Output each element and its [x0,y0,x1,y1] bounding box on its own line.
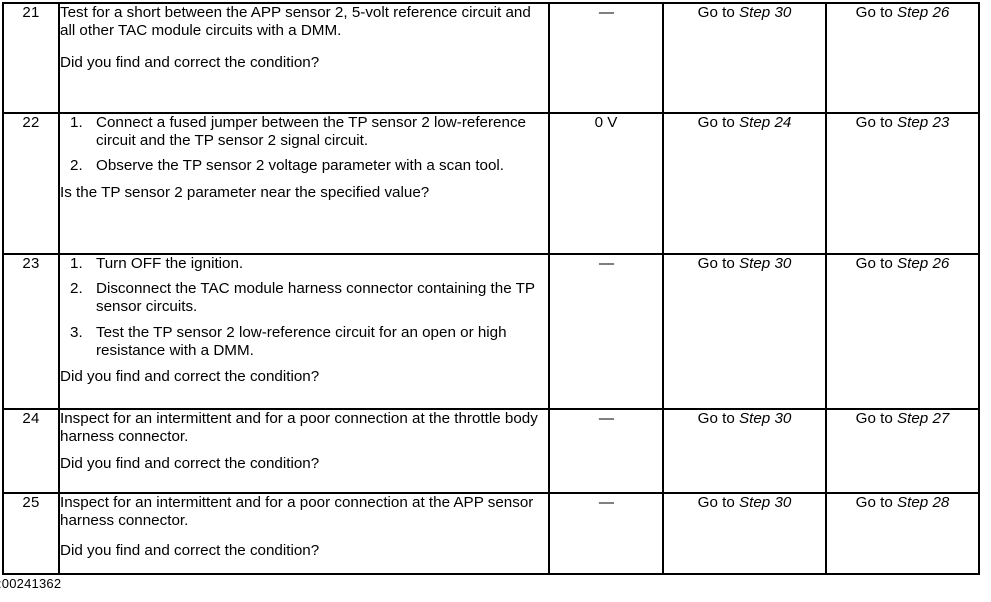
goto-target: Step 30 [739,255,792,272]
action-cell: Inspect for an intermittent and for a po… [58,492,550,575]
list-item-number: 2. [70,157,83,175]
goto-target: Step 30 [739,494,792,511]
step-number-cell: 25 [2,492,60,575]
step-number: 24 [22,410,40,427]
value-cell: — [548,2,664,114]
list-item: 1. Connect a fused jumper between the TP… [60,114,548,150]
action-question: Is the TP sensor 2 parameter near the sp… [60,183,430,201]
action-question: Did you find and correct the condition? [60,455,320,473]
goto-reference: Go to Step 23 [856,114,950,131]
goto-prefix: Go to [855,4,897,21]
list-item-text: Connect a fused jumper between the TP se… [96,114,526,150]
action-cell: 1. Turn OFF the ignition. 2. Disconnect … [58,253,550,410]
value-cell: — [548,253,664,410]
goto-target: Step 27 [897,410,950,427]
list-item: 2. Observe the TP sensor 2 voltage param… [60,157,548,175]
goto-reference: Go to Step 24 [698,114,792,131]
goto-target: Step 26 [897,4,950,21]
diagnostic-steps-table: 21 Test for a short between the APP sens… [2,2,980,575]
goto-reference: Go to Step 26 [856,4,950,21]
list-item-text: Disconnect the TAC module harness connec… [96,280,535,316]
goto-reference: Go to Step 30 [698,255,792,272]
yes-result-cell: Go to Step 24 [662,112,827,255]
no-result-cell: Go to Step 27 [825,408,980,494]
table-row: 24 Inspect for an intermittent and for a… [2,408,980,494]
figure-caption: :00241362 [0,576,62,591]
action-question: Did you find and correct the condition? [60,368,320,386]
action-cell: 1. Connect a fused jumper between the TP… [58,112,550,255]
table-row: 25 Inspect for an intermittent and for a… [2,492,980,575]
goto-prefix: Go to [855,494,897,511]
goto-target: Step 24 [739,114,792,131]
step-number: 23 [22,255,40,272]
action-question: Did you find and correct the condition? [60,542,320,560]
value-cell: 0 V [548,112,664,255]
yes-result-cell: Go to Step 30 [662,253,827,410]
list-item-text: Test the TP sensor 2 low-reference circu… [96,323,507,359]
step-number-cell: 24 [2,408,60,494]
step-number-cell: 21 [2,2,60,114]
goto-target: Step 23 [897,114,950,131]
goto-prefix: Go to [855,255,897,272]
action-cell: Inspect for an intermittent and for a po… [58,408,550,494]
step-number: 25 [22,494,40,511]
yes-result-cell: Go to Step 30 [662,2,827,114]
goto-reference: Go to Step 27 [856,410,950,427]
list-item: 2. Disconnect the TAC module harness con… [60,280,548,316]
list-item-number: 3. [70,323,83,341]
goto-prefix: Go to [697,114,739,131]
list-item-number: 2. [70,280,83,298]
goto-prefix: Go to [855,114,897,131]
value-text: — [598,255,614,272]
value-text: — [598,410,614,427]
action-cell: Test for a short between the APP sensor … [58,2,550,114]
action-description: Inspect for an intermittent and for a po… [60,494,534,530]
goto-prefix: Go to [855,410,897,427]
no-result-cell: Go to Step 28 [825,492,980,575]
list-item-text: Observe the TP sensor 2 voltage paramete… [96,157,505,175]
goto-reference: Go to Step 30 [698,494,792,511]
value-text: 0 V [594,114,618,131]
goto-target: Step 30 [739,4,792,21]
action-step-list: 1. Turn OFF the ignition. 2. Disconnect … [60,255,548,360]
goto-prefix: Go to [697,4,739,21]
value-cell: — [548,492,664,575]
table-row: 22 1. Connect a fused jumper between the… [2,112,980,255]
table-row: 23 1. Turn OFF the ignition. 2. Disconne… [2,253,980,410]
step-number-cell: 23 [2,253,60,410]
value-text: — [598,494,614,511]
action-step-list: 1. Connect a fused jumper between the TP… [60,114,548,176]
step-number: 22 [22,114,40,131]
goto-prefix: Go to [697,255,739,272]
goto-prefix: Go to [697,410,739,427]
value-cell: — [548,408,664,494]
action-description: Inspect for an intermittent and for a po… [60,410,538,446]
table-row: 21 Test for a short between the APP sens… [2,2,980,114]
goto-target: Step 28 [897,494,950,511]
list-item-number: 1. [70,114,83,131]
goto-reference: Go to Step 30 [698,410,792,427]
goto-target: Step 30 [739,410,792,427]
step-number: 21 [22,4,40,21]
goto-reference: Go to Step 26 [856,255,950,272]
yes-result-cell: Go to Step 30 [662,492,827,575]
table-body: 21 Test for a short between the APP sens… [2,2,980,575]
list-item: 1. Turn OFF the ignition. [60,255,548,273]
no-result-cell: Go to Step 23 [825,112,980,255]
goto-reference: Go to Step 30 [698,4,792,21]
list-item: 3. Test the TP sensor 2 low-reference ci… [60,324,548,360]
no-result-cell: Go to Step 26 [825,253,980,410]
goto-reference: Go to Step 28 [856,494,950,511]
goto-prefix: Go to [697,494,739,511]
list-item-number: 1. [70,255,83,272]
action-description: Test for a short between the APP sensor … [60,4,531,40]
step-number-cell: 22 [2,112,60,255]
list-item-text: Turn OFF the ignition. [96,255,244,272]
value-text: — [598,4,614,21]
goto-target: Step 26 [897,255,950,272]
action-question: Did you find and correct the condition? [60,54,320,72]
yes-result-cell: Go to Step 30 [662,408,827,494]
no-result-cell: Go to Step 26 [825,2,980,114]
